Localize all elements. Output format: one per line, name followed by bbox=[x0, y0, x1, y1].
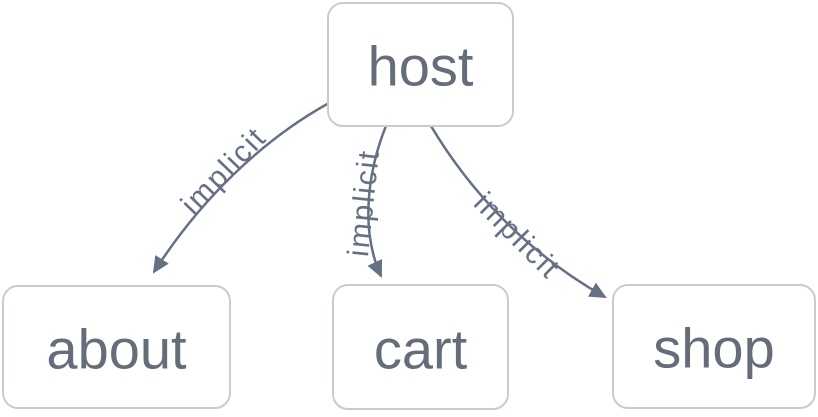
node-label: shop bbox=[653, 317, 774, 380]
node-label: cart bbox=[374, 318, 468, 381]
edge-host-cart[interactable]: implicit bbox=[342, 125, 388, 278]
edge-line[interactable] bbox=[367, 125, 388, 278]
node-label: about bbox=[46, 318, 187, 381]
node-label: host bbox=[368, 35, 474, 98]
node-box bbox=[327, 2, 514, 127]
edge-host-shop[interactable]: implicit bbox=[429, 125, 607, 299]
edge-line[interactable] bbox=[429, 125, 607, 299]
node-shop[interactable]: shop bbox=[612, 284, 816, 409]
node-box bbox=[612, 284, 816, 409]
edge-label: implicit bbox=[175, 121, 274, 221]
node-box bbox=[2, 285, 231, 409]
node-about[interactable]: about bbox=[2, 285, 231, 409]
edge-label: implicit bbox=[467, 186, 566, 285]
edge-label: implicit bbox=[342, 148, 386, 259]
edge-line[interactable] bbox=[152, 101, 330, 274]
edge-host-about[interactable]: implicit bbox=[152, 101, 330, 274]
node-cart[interactable]: cart bbox=[332, 284, 509, 410]
node-box bbox=[332, 284, 509, 410]
node-host[interactable]: host bbox=[327, 2, 514, 127]
